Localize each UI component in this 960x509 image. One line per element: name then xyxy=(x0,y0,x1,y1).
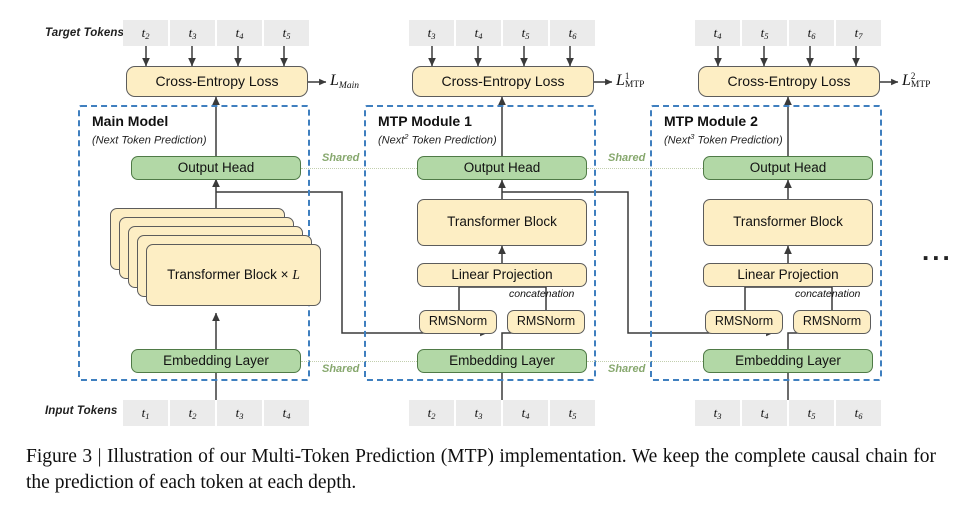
output-head-main[interactable]: Output Head xyxy=(131,156,301,180)
subtitle-sup: 3 xyxy=(690,132,695,141)
loss-superscript: 1 xyxy=(624,71,630,82)
rmsnorm-right-mtp2[interactable]: RMSNorm xyxy=(793,310,871,334)
concatenation-label-mtp1: concatenation xyxy=(509,288,575,300)
loss-subscript: MTP xyxy=(624,80,645,91)
token-cell[interactable]: t3 xyxy=(409,20,456,46)
loss-symbol: L xyxy=(616,72,625,89)
subtitle-pre: (Next xyxy=(378,134,405,147)
rmsnorm-left-mtp1[interactable]: RMSNorm xyxy=(419,310,497,334)
token-cell[interactable]: t4 xyxy=(264,400,309,426)
token-cell[interactable]: t3 xyxy=(217,400,264,426)
shared-link-embedding-1 xyxy=(301,361,417,362)
rmsnorm-left-mtp2[interactable]: RMSNorm xyxy=(705,310,783,334)
subtitle-post: Token Prediction) xyxy=(118,134,207,147)
subtitle-sup: 2 xyxy=(404,132,409,141)
target-token-row-main: t2 t3 t4 t5 xyxy=(123,20,309,46)
token-cell[interactable]: t4 xyxy=(217,20,264,46)
subtitle-post: Token Prediction) xyxy=(694,134,783,147)
token-cell[interactable]: t5 xyxy=(264,20,309,46)
token-cell[interactable]: t6 xyxy=(836,400,881,426)
transformer-block-mtp1[interactable]: Transformer Block xyxy=(417,199,587,246)
subtitle-pre: (Next xyxy=(92,134,119,147)
linear-projection-mtp2[interactable]: Linear Projection xyxy=(703,263,873,287)
cross-entropy-loss-mtp2[interactable]: Cross-Entropy Loss xyxy=(698,66,880,97)
shared-label-embedding-1: Shared xyxy=(322,363,360,375)
shared-label-output-head-2: Shared xyxy=(608,152,646,164)
token-cell[interactable]: t4 xyxy=(695,20,742,46)
module-title-mtp2: MTP Module 2 xyxy=(664,113,758,129)
output-head-mtp1[interactable]: Output Head xyxy=(417,156,587,180)
token-cell[interactable]: t5 xyxy=(742,20,789,46)
module-title-mtp1: MTP Module 1 xyxy=(378,113,472,129)
module-frame-mtp1 xyxy=(364,105,596,381)
input-token-row-main: t1 t2 t3 t4 xyxy=(123,400,309,426)
token-cell[interactable]: t3 xyxy=(456,400,503,426)
loss-superscript: 2 xyxy=(910,71,916,82)
shared-link-embedding-2 xyxy=(587,361,703,362)
shared-link-output-head-1 xyxy=(301,168,417,169)
figure-caption: Figure 3 | Illustration of our Multi-Tok… xyxy=(26,446,936,493)
embedding-layer-mtp1[interactable]: Embedding Layer xyxy=(417,349,587,373)
transformer-block-main[interactable]: Transformer Block × L xyxy=(146,244,321,306)
token-cell[interactable]: t5 xyxy=(789,400,836,426)
module-subtitle-mtp2: (Next3 Token Prediction) xyxy=(664,132,783,147)
target-tokens-row-label: Target Tokens xyxy=(45,27,125,39)
rmsnorm-right-mtp1[interactable]: RMSNorm xyxy=(507,310,585,334)
concatenation-label-mtp2: concatenation xyxy=(795,288,861,300)
token-cell[interactable]: t6 xyxy=(550,20,595,46)
loss-symbol: L xyxy=(902,72,911,89)
shared-label-output-head-1: Shared xyxy=(322,152,360,164)
token-cell[interactable]: t4 xyxy=(456,20,503,46)
token-cell[interactable]: t4 xyxy=(503,400,550,426)
shared-label-embedding-2: Shared xyxy=(608,363,646,375)
token-cell[interactable]: t5 xyxy=(550,400,595,426)
input-token-row-mtp2: t3 t4 t5 t6 xyxy=(695,400,881,426)
loss-symbol: L xyxy=(330,72,339,89)
module-subtitle-main: (Next Token Prediction) xyxy=(92,132,207,147)
cross-entropy-loss-mtp1[interactable]: Cross-Entropy Loss xyxy=(412,66,594,97)
target-token-row-mtp2: t4 t5 t6 t7 xyxy=(695,20,881,46)
loss-subscript: MTP xyxy=(910,80,931,91)
token-cell[interactable]: t7 xyxy=(836,20,881,46)
transformer-block-mtp2[interactable]: Transformer Block xyxy=(703,199,873,246)
target-token-row-mtp1: t3 t4 t5 t6 xyxy=(409,20,595,46)
input-tokens-row-label: Input Tokens xyxy=(45,405,118,417)
more-modules-ellipsis: ... xyxy=(922,236,953,266)
subtitle-post: Token Prediction) xyxy=(408,134,497,147)
loss-label-mtp2: L 2 MTP xyxy=(902,72,930,91)
token-cell[interactable]: t5 xyxy=(503,20,550,46)
module-title-main: Main Model xyxy=(92,113,169,129)
loss-label-main: LMain xyxy=(330,72,359,91)
token-cell[interactable]: t2 xyxy=(409,400,456,426)
embedding-layer-mtp2[interactable]: Embedding Layer xyxy=(703,349,873,373)
transformer-block-main-label: Transformer Block × L xyxy=(167,266,300,282)
loss-label-mtp1: L 1 MTP xyxy=(616,72,644,91)
token-cell[interactable]: t3 xyxy=(170,20,217,46)
linear-projection-mtp1[interactable]: Linear Projection xyxy=(417,263,587,287)
token-cell[interactable]: t2 xyxy=(123,20,170,46)
loss-subscript: Main xyxy=(338,81,359,91)
cross-entropy-loss-main[interactable]: Cross-Entropy Loss xyxy=(126,66,308,97)
token-cell[interactable]: t3 xyxy=(695,400,742,426)
token-cell[interactable]: t4 xyxy=(742,400,789,426)
module-frame-mtp2 xyxy=(650,105,882,381)
subtitle-pre: (Next xyxy=(664,134,691,147)
embedding-layer-main[interactable]: Embedding Layer xyxy=(131,349,301,373)
shared-link-output-head-2 xyxy=(587,168,703,169)
token-cell[interactable]: t2 xyxy=(170,400,217,426)
input-token-row-mtp1: t2 t3 t4 t5 xyxy=(409,400,595,426)
token-cell[interactable]: t6 xyxy=(789,20,836,46)
output-head-mtp2[interactable]: Output Head xyxy=(703,156,873,180)
module-subtitle-mtp1: (Next2 Token Prediction) xyxy=(378,132,497,147)
token-cell[interactable]: t1 xyxy=(123,400,170,426)
